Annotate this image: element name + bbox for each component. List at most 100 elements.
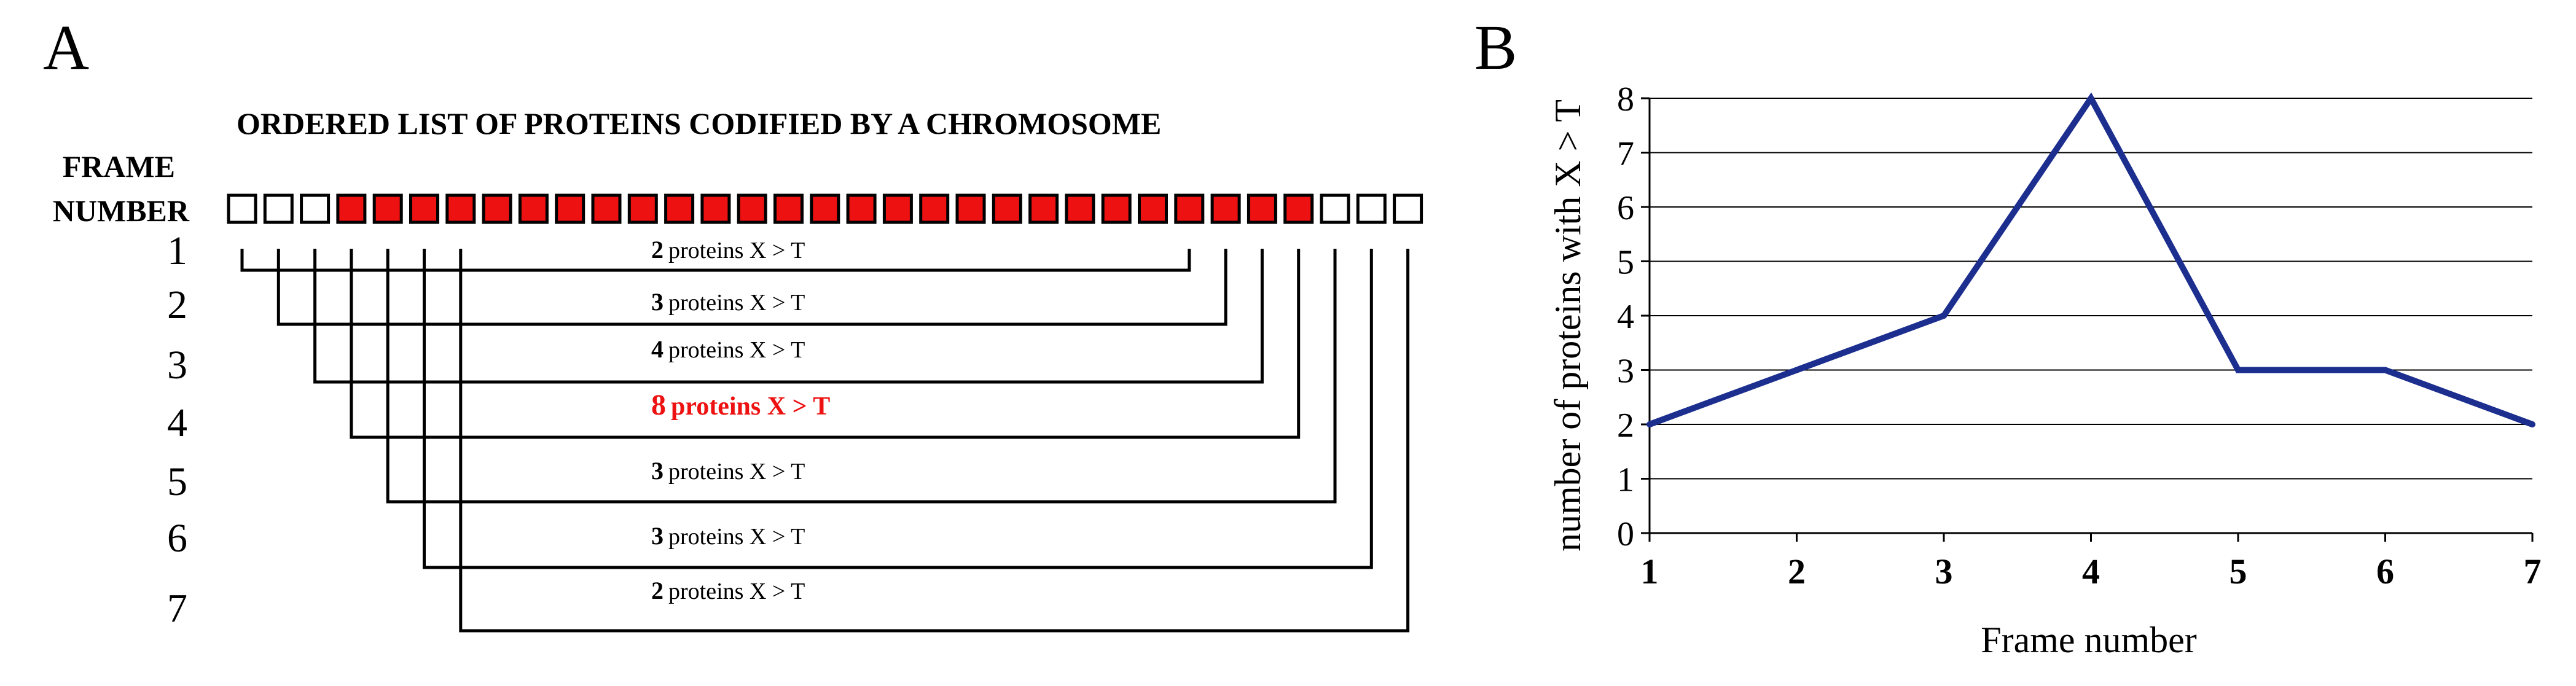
x-tick-label: 4 [2082,552,2100,591]
frame-count-value: 2 [651,577,664,604]
data-point [1793,367,1800,373]
x-axis-label: Frame number [1981,620,2197,660]
protein-box-below-threshold [300,193,331,224]
frame-bracket-5 [386,249,1337,504]
panel-a-label: A [43,12,89,83]
frame-count-text: proteins X > T [668,238,805,263]
y-tick-label: 5 [1617,244,1634,282]
protein-box-above-threshold [737,193,767,224]
protein-box-above-threshold [773,193,804,224]
frame-label-line1: FRAME [63,149,175,184]
series-group [1646,92,2535,427]
protein-box-above-threshold [846,193,877,224]
frame-number-3: 3 [167,343,187,388]
protein-box-above-threshold [955,193,986,224]
y-tick-label: 0 [1617,515,1634,553]
protein-box-above-threshold [700,193,731,224]
data-point [1941,313,1947,319]
frame-number-1: 1 [167,228,187,273]
panel-b-label: B [1474,12,1517,83]
y-tick-label: 3 [1617,353,1634,391]
protein-box-below-threshold [227,193,257,224]
y-tick-label: 4 [1617,298,1634,336]
protein-box-above-threshold [627,193,658,224]
data-point [1646,421,1653,427]
protein-box-above-threshold [336,193,367,224]
x-tick-label: 3 [1935,552,1953,591]
frame-bracket-3 [313,249,1264,384]
frame-number-7: 7 [167,586,187,631]
frame-bracket-1 [240,249,1191,272]
data-point [2088,95,2094,101]
protein-box-above-threshold [992,193,1022,224]
protein-box-above-threshold [1283,193,1314,224]
frame-label-line2: NUMBER [53,193,190,228]
x-tick-labels: 1 2 3 4 5 6 7 [1641,533,2542,591]
protein-box-below-threshold [1393,193,1423,224]
frame-count-value: 3 [651,522,664,550]
frame-count-value: 4 [651,335,664,363]
y-tick-label: 8 [1617,80,1634,119]
protein-box-above-threshold [1210,193,1241,224]
protein-box-above-threshold [664,193,695,224]
frame-number-2: 2 [167,283,187,327]
protein-box-below-threshold [263,193,294,224]
frame-count-text: proteins X > T [668,524,805,550]
data-point [2235,367,2241,373]
protein-box-above-threshold [409,193,439,224]
data-point [2529,421,2535,427]
protein-box-above-threshold [445,193,476,224]
protein-box-above-threshold [482,193,512,224]
x-tick-label: 5 [2230,552,2247,591]
y-tick-label: 7 [1617,135,1634,173]
frame-bracket-2 [276,249,1227,326]
protein-box-above-threshold [1101,193,1132,224]
protein-box-above-threshold [518,193,549,224]
frame-count-value: 3 [651,288,664,316]
x-tick-label: 2 [1788,552,1806,591]
x-tick-label: 6 [2376,552,2394,591]
frame-number-6: 6 [167,516,187,561]
y-tick-label: 2 [1617,407,1634,445]
frame-count-text: proteins X > T [668,579,805,604]
frame-count-text: proteins X > T [671,392,830,421]
protein-box-above-threshold [591,193,622,224]
data-point [2382,367,2389,373]
frame-number-5: 5 [167,459,187,504]
x-tick-label: 1 [1641,552,1659,591]
frame-count-text: proteins X > T [668,290,805,316]
y-tick-labels: 0 1 2 3 4 5 6 7 8 [1617,80,1650,553]
y-tick-label: 1 [1617,461,1634,499]
frame-bracket-4 [350,249,1301,439]
protein-box-above-threshold [1028,193,1059,224]
frame-count-text: proteins X > T [668,337,805,363]
protein-box-above-threshold [1138,193,1168,224]
protein-box-below-threshold [1356,193,1387,224]
protein-box-above-threshold [882,193,913,224]
frame-number-4: 4 [167,400,187,445]
y-axis-label: number of proteins with X > T [1548,99,1588,552]
frame-count-value: 2 [651,236,664,263]
panel-a-title: ORDERED LIST OF PROTEINS CODIFIED BY A C… [237,106,1161,141]
x-tick-label: 7 [2524,552,2542,591]
frame-bracket-6 [423,249,1373,569]
y-tick-label: 6 [1617,189,1634,227]
frame-bracket-7 [459,249,1410,633]
protein-box-above-threshold [919,193,950,224]
frame-count-text: proteins X > T [668,459,805,485]
gridlines [1650,98,2532,480]
protein-box-above-threshold [1247,193,1277,224]
protein-box-above-threshold [810,193,840,224]
protein-box-above-threshold [372,193,403,224]
protein-box-below-threshold [1320,193,1350,224]
